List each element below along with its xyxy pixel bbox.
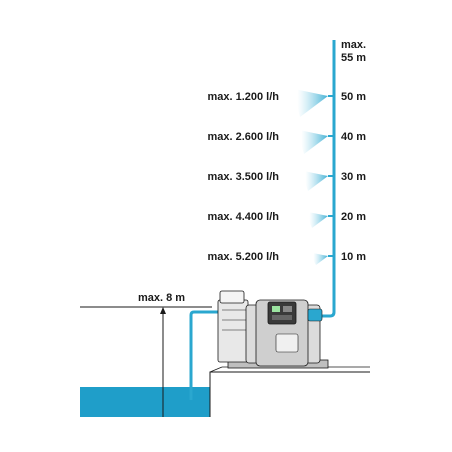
height-label-30: 30 m	[341, 171, 366, 183]
pump-prefilter-housing	[217, 299, 249, 363]
max-height-label-line1: max.	[341, 39, 366, 51]
pump-label-plate	[275, 333, 299, 353]
max-height-label-line2: 55 m	[341, 52, 366, 64]
water-spray-40	[301, 130, 328, 154]
water-spray-30	[305, 171, 328, 191]
flow-label-40: max. 2.600 l/h	[207, 131, 279, 143]
height-label-10: 10 m	[341, 251, 366, 263]
pressure-pipe	[320, 40, 336, 318]
flow-label-20: max. 4.400 l/h	[207, 211, 279, 223]
height-label-20: 20 m	[341, 211, 366, 223]
flow-label-30: max. 3.500 l/h	[207, 171, 279, 183]
suction-height-label: max. 8 m	[138, 292, 185, 304]
height-label-40: 40 m	[341, 131, 366, 143]
pump-control-panel	[267, 301, 297, 325]
suction-height-arrow	[160, 307, 166, 417]
ground-edge	[209, 366, 223, 373]
flow-label-50: max. 1.200 l/h	[207, 91, 279, 103]
height-label-50: 50 m	[341, 91, 366, 103]
water-spray-50	[297, 89, 328, 117]
ground-ledge	[209, 371, 370, 417]
pump-prefilter-cap	[219, 290, 245, 304]
water-spray-10	[313, 253, 328, 265]
suction-pipe	[189, 310, 222, 400]
flow-label-10: max. 5.200 l/h	[207, 251, 279, 263]
pump-unit	[217, 290, 329, 369]
water-spray-20	[309, 212, 328, 228]
pump-outlet-connector	[307, 308, 323, 322]
water-reservoir	[80, 387, 210, 417]
